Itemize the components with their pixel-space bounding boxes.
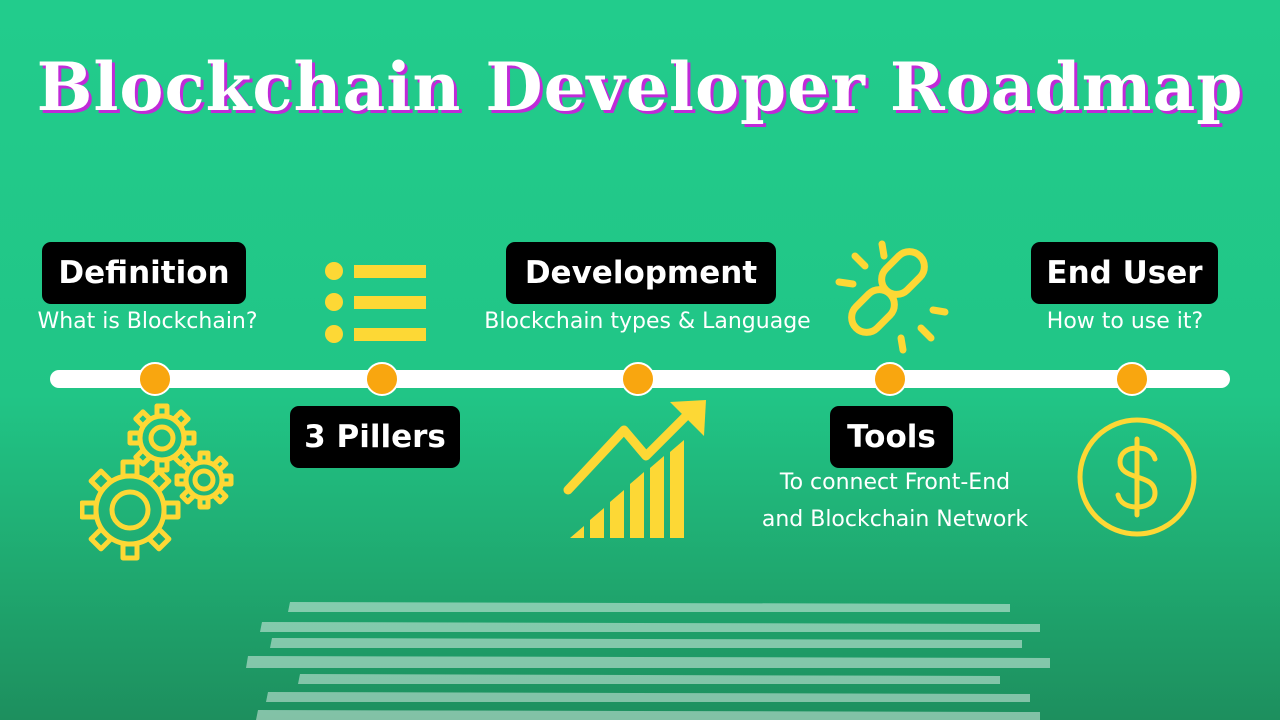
page-title: Blockchain Developer Roadmap: [36, 48, 1244, 126]
list-icon: [325, 262, 426, 343]
gears-icon: [80, 403, 234, 561]
dollar-coin-icon: [1077, 417, 1197, 537]
step-label-development: Development: [506, 242, 776, 304]
timeline-node-end-user: [1115, 362, 1149, 396]
timeline-node-development: [621, 362, 655, 396]
step-label-tools: Tools: [830, 406, 953, 468]
step-label-end-user: End User: [1031, 242, 1218, 304]
step-subtitle-tools-line2: and Blockchain Network: [761, 507, 1029, 532]
timeline-node-definition: [138, 362, 172, 396]
link-icon: [835, 240, 949, 354]
step-subtitle-development: Blockchain types & Language: [484, 309, 811, 334]
step-subtitle-tools-line1: To connect Front-End: [779, 470, 1011, 495]
step-label-definition: Definition: [42, 242, 246, 304]
floor-stripes: [246, 602, 1050, 720]
step-label-pillers: 3 Pillers: [290, 406, 460, 468]
growth-chart-icon: [563, 400, 706, 538]
timeline-node-pillers: [365, 362, 399, 396]
timeline-node-tools: [873, 362, 907, 396]
step-subtitle-definition: What is Blockchain?: [37, 309, 258, 334]
step-subtitle-end-user: How to use it?: [1046, 309, 1204, 334]
